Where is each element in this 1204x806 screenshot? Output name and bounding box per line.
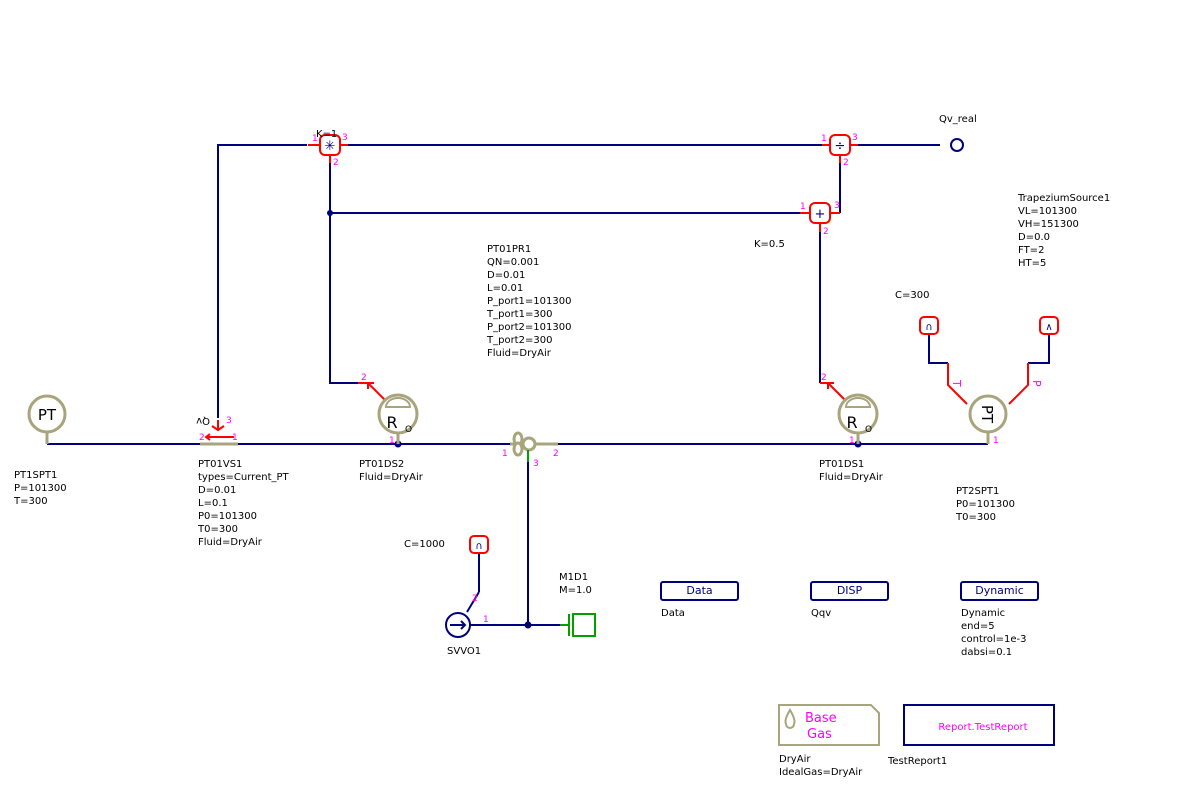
svg-text:Report.TestReport: Report.TestReport [938, 722, 1027, 733]
svg-text:∧: ∧ [1045, 322, 1052, 333]
svg-text:2: 2 [821, 373, 827, 383]
svg-text:O: O [865, 425, 872, 435]
qv-label: Qv [196, 415, 210, 426]
svg-text:T: T [950, 379, 963, 387]
svg-text:2: 2 [361, 373, 367, 383]
svg-text:1: 1 [312, 134, 318, 144]
testreport-label: TestReport1 [888, 756, 948, 767]
c1000-label: C=1000 [404, 539, 445, 550]
pt01ds2-density-sensor[interactable]: R O 2 1 [358, 373, 419, 446]
m1d1-mass[interactable] [560, 613, 596, 637]
multiply-block[interactable]: ✳ 1 3 2 [308, 133, 348, 168]
svg-text:1: 1 [232, 433, 238, 443]
data-button[interactable]: Data [660, 581, 739, 601]
svg-text:∩: ∩ [475, 541, 482, 552]
base-gas-block[interactable]: Base Gas [778, 704, 880, 746]
pt01ds1-density-sensor[interactable]: R O 2 1 [820, 373, 879, 446]
svg-text:+: + [815, 207, 826, 222]
qv-real-output[interactable] [950, 138, 964, 152]
disp-button[interactable]: DISP [810, 581, 889, 601]
k1-label: K=1 [316, 129, 338, 140]
svg-text:3: 3 [226, 416, 232, 426]
svg-text:1: 1 [821, 134, 827, 144]
svg-text:2: 2 [199, 433, 205, 443]
svg-text:✳: ✳ [325, 139, 336, 154]
svvo1-label: SVVO1 [447, 646, 482, 657]
svg-text:2: 2 [843, 158, 849, 168]
test-report-block[interactable]: Report.TestReport [903, 704, 1055, 746]
add-block[interactable]: + 1 3 2 [800, 201, 840, 237]
pt-symbol: PT [38, 406, 57, 424]
svg-text:1: 1 [849, 436, 855, 446]
svg-text:Base: Base [805, 711, 837, 726]
svg-text:1: 1 [993, 436, 999, 446]
svg-text:R: R [386, 413, 397, 432]
c300-label: C=300 [895, 290, 930, 301]
constant-source-c300[interactable]: ∩ [919, 316, 939, 335]
svg-text:PT: PT [978, 405, 996, 424]
qqv-label: Qqv [811, 608, 832, 619]
svg-text:1: 1 [800, 202, 806, 212]
wires [47, 144, 1050, 629]
svg-text:O: O [405, 425, 412, 435]
pt01pr1-fan[interactable]: 1 2 3 [502, 431, 559, 469]
dynamic-button[interactable]: Dynamic [960, 581, 1039, 601]
svg-text:1: 1 [389, 436, 395, 446]
k05-label: K=0.5 [754, 239, 785, 250]
pt2spt1-sensor[interactable]: PT T P 1 [947, 363, 1043, 446]
constant-source-c1000[interactable]: ∩ [469, 535, 489, 554]
divide-block[interactable]: ÷ 1 3 2 [821, 133, 858, 168]
svg-text:1: 1 [502, 449, 508, 459]
svg-text:∩: ∩ [925, 322, 932, 333]
svg-text:2: 2 [333, 158, 339, 168]
qv-real-label: Qv_real [939, 114, 977, 125]
svg-text:1: 1 [483, 615, 489, 625]
svg-text:Gas: Gas [807, 727, 832, 742]
svg-text:R: R [846, 413, 857, 432]
svg-text:2: 2 [553, 449, 559, 459]
svg-text:P: P [1030, 380, 1043, 387]
svvo1-valve[interactable]: 21 [445, 591, 489, 638]
svg-text:3: 3 [852, 133, 858, 143]
svg-text:3: 3 [342, 133, 348, 143]
svg-text:3: 3 [834, 201, 840, 211]
svg-text:2: 2 [823, 227, 829, 237]
data-label: Data [661, 608, 685, 619]
pt1spt1-sensor[interactable]: PT [27, 394, 67, 444]
svg-text:2: 2 [472, 594, 478, 604]
trapezium-source[interactable]: ∧ [1039, 316, 1059, 335]
pt01vs1-volume-sensor[interactable]: Qv 3 2 1 [196, 415, 238, 446]
svg-text:3: 3 [533, 459, 539, 469]
svg-text:÷: ÷ [835, 139, 846, 154]
